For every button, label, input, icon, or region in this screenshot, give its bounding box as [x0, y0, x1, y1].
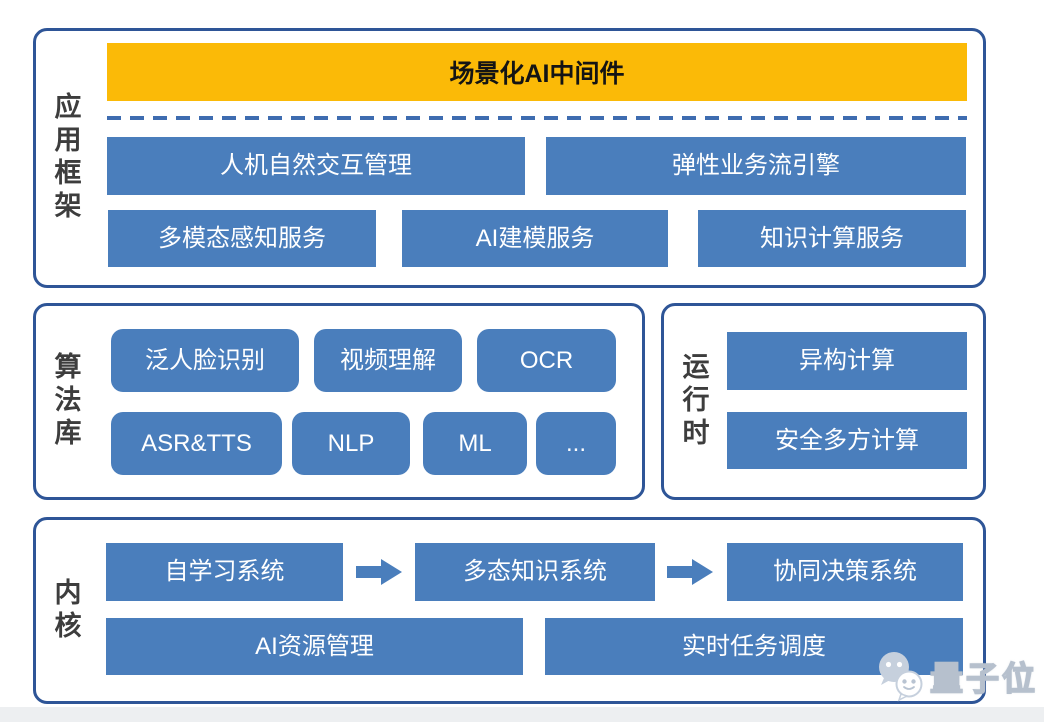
algorithm-library-label: 算法库	[50, 352, 81, 451]
box-multimodal-perception-service: 多模态感知服务	[108, 210, 376, 267]
box-ai-resource-management: AI资源管理	[106, 618, 523, 675]
box-pan-face-recognition: 泛人脸识别	[111, 329, 299, 392]
box-scenario-ai-middleware: 场景化AI中间件	[107, 43, 967, 101]
arrow-stem	[667, 566, 692, 578]
panel-runtime: 运行时 异构计算 安全多方计算	[661, 303, 986, 500]
box-self-learning-system: 自学习系统	[106, 543, 343, 601]
panel-kernel: 内核 自学习系统 多态知识系统 协同决策系统 AI资源管理 实时任务调度	[33, 517, 986, 704]
box-ai-modeling-service: AI建模服务	[402, 210, 668, 267]
box-heterogeneous-computing: 异构计算	[727, 332, 967, 390]
arrow-head	[381, 559, 402, 585]
app-framework-label: 应用框架	[50, 92, 81, 224]
box-asr-tts: ASR&TTS	[111, 412, 282, 475]
box-video-understanding: 视频理解	[314, 329, 462, 392]
runtime-label: 运行时	[678, 352, 709, 451]
box-realtime-task-scheduling: 实时任务调度	[545, 618, 963, 675]
box-ml: ML	[423, 412, 527, 475]
box-knowledge-computing-service: 知识计算服务	[698, 210, 966, 267]
box-secure-multiparty-computing: 安全多方计算	[727, 412, 967, 469]
box-collaborative-decision-system: 协同决策系统	[727, 543, 963, 601]
box-hmi-natural-interaction-management: 人机自然交互管理	[107, 137, 525, 195]
box-ocr: OCR	[477, 329, 616, 392]
watermark-text: 量子位	[929, 659, 1038, 698]
arrow-head	[692, 559, 713, 585]
box-nlp: NLP	[292, 412, 410, 475]
box-more-algorithms: ...	[536, 412, 616, 475]
dashed-separator	[107, 116, 967, 120]
wechat-chat-bubbles-icon	[879, 652, 923, 702]
flow-arrow-icon	[356, 559, 402, 585]
panel-app-framework: 应用框架 场景化AI中间件 人机自然交互管理 弹性业务流引擎 多模态感知服务 A…	[33, 28, 986, 288]
bottom-edge-strip	[0, 707, 1044, 722]
box-elastic-workflow-engine: 弹性业务流引擎	[546, 137, 966, 195]
flow-arrow-icon	[667, 559, 713, 585]
arrow-stem	[356, 566, 381, 578]
box-polymorphic-knowledge-system: 多态知识系统	[415, 543, 655, 601]
qbitai-watermark: 量子位	[874, 650, 1038, 702]
kernel-label: 内核	[50, 577, 81, 644]
panel-algorithm-library: 算法库 泛人脸识别 视频理解 OCR ASR&TTS NLP ML ...	[33, 303, 645, 500]
